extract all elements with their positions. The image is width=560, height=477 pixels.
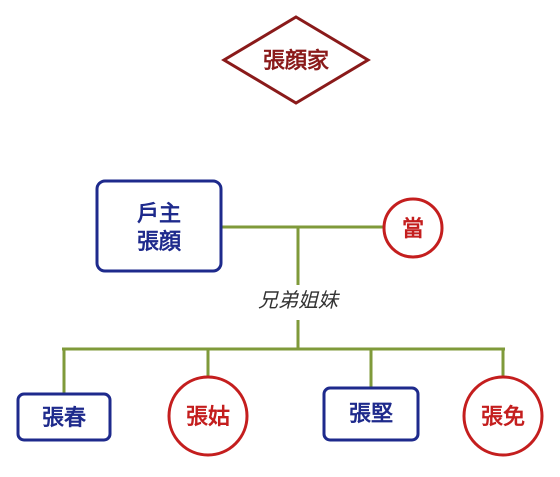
- spouse-name-text: 當: [402, 216, 424, 242]
- family-title-text: 張顔家: [263, 48, 330, 74]
- head-name-text: 張顔: [137, 229, 182, 255]
- sibling-node-4: 張免: [462, 375, 544, 457]
- sibling-4-name: 張免: [481, 404, 525, 430]
- sibling-node-3: 張堅: [322, 386, 420, 442]
- sibling-2-name: 張姑: [186, 404, 230, 430]
- sibling-3-box: [322, 386, 420, 442]
- sibling-1-box: [16, 392, 112, 442]
- sibling-node-1: 張春: [16, 392, 112, 442]
- connector-lines: [62, 225, 505, 393]
- head-role-text: 戶主: [137, 201, 181, 227]
- head-of-household-box: [95, 179, 223, 273]
- sibling-1-name: 張春: [42, 405, 86, 431]
- sibling-2-circle: [167, 375, 249, 457]
- sibling-4-circle: [462, 375, 544, 457]
- siblings-relation-label: 兄弟姐妹: [258, 288, 340, 312]
- head-of-household-node: 戶主 張顔: [95, 179, 223, 273]
- spouse-circle: [382, 197, 444, 259]
- sibling-node-2: 張姑: [167, 375, 249, 457]
- sibling-3-name: 張堅: [349, 401, 393, 427]
- spouse-node: 當: [382, 197, 444, 259]
- family-title-diamond: [221, 15, 371, 105]
- family-title-node: 張顔家: [221, 15, 371, 105]
